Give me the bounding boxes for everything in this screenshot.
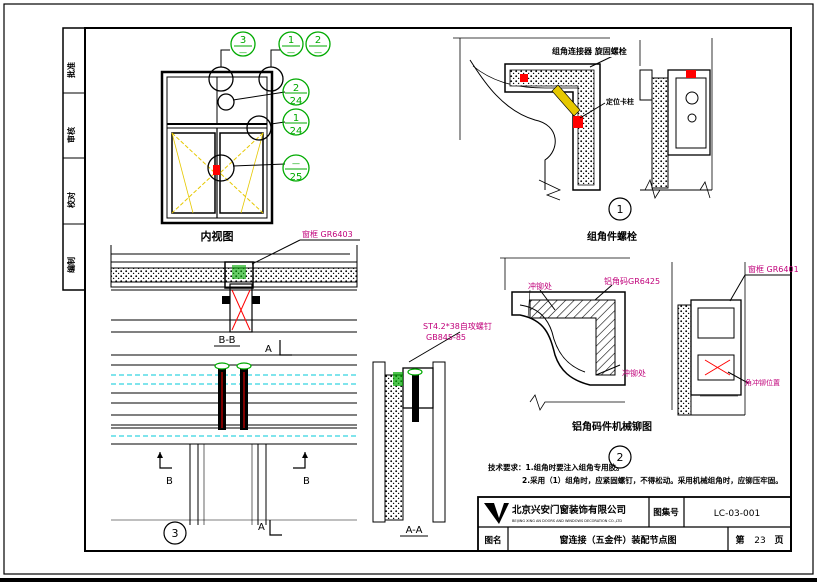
callout-1-24-top: 1 xyxy=(293,113,299,124)
callout-2-bottom: — xyxy=(314,48,322,57)
handle-marker xyxy=(213,165,220,175)
callout-3-top: 3 xyxy=(240,35,246,46)
approve-label: 批准 xyxy=(66,62,76,78)
note-line-2: 2.采用（1）组角时，应紧固螺钉，不得松动。采用机械组角时，应铆压牢固。 xyxy=(522,475,783,485)
callout-2-top: 2 xyxy=(315,35,321,46)
drawing-name-label: 图名 xyxy=(484,535,501,546)
callout-1: 1 — xyxy=(278,31,304,57)
detail-3-screw-section: B B A A 3 xyxy=(111,340,357,545)
callout-3: 3 — xyxy=(230,31,256,57)
draft-label: 编制 xyxy=(66,257,76,273)
callout-25-top: — xyxy=(292,159,300,168)
company-name: 北京兴安门窗装饰有限公司 xyxy=(512,504,626,516)
company-logo xyxy=(484,503,509,524)
detail-1-corner-bolt: 组角连接器 旋固螺栓 定位卡柱 1 组角件螺栓 xyxy=(453,37,713,243)
callout-25-bottom: 25 xyxy=(290,172,303,183)
callout-1-24-bottom: 24 xyxy=(290,126,303,137)
section-bb: 窗框 GR6403 B-B xyxy=(110,229,360,347)
review-label: 审核 xyxy=(66,127,76,143)
callout-2: 2 — xyxy=(305,31,331,57)
callout-3-bottom: — xyxy=(239,48,247,57)
callout-2-24-top: 2 xyxy=(293,83,299,94)
page-suffix: 页 xyxy=(774,535,783,546)
note-line-1: 技术要求：1.组角时要注入组角专用胶。 xyxy=(488,462,624,472)
detail-1-number: 1 xyxy=(617,203,624,216)
joint-label: 组角连接器 旋固螺栓 xyxy=(552,46,627,56)
pin-label: 定位卡柱 xyxy=(606,97,634,106)
drawing-name: 窗连接（五金件）装配节点图 xyxy=(559,534,676,546)
cut-a-top: A xyxy=(265,344,272,355)
aa-std-label: GB845-85 xyxy=(426,333,466,342)
detail-2-mechanical-rivet: 冲铆处 铝角码GR6425 冲铆处 窗框 GR6401 角冲铆位置 2 铝角码件… xyxy=(500,257,799,469)
frame-6401-label: 窗框 GR6401 xyxy=(748,264,799,274)
atlas-number: LC-03-001 xyxy=(714,509,760,519)
page-number: 23 xyxy=(754,536,765,546)
punch-bottom-label: 冲铆处 xyxy=(622,368,646,378)
atlas-label: 图集号 xyxy=(653,507,679,518)
approval-strip: 批准 审核 校对 编制 xyxy=(62,27,86,291)
callout-1-24: 1 24 xyxy=(282,108,310,137)
bb-frame-label: 窗框 GR6403 xyxy=(302,229,353,239)
aa-screw-label: ST4.2*38自攻螺钉 xyxy=(423,321,492,331)
cut-b-left: B xyxy=(166,476,173,487)
window-elevation: 内视图 xyxy=(160,49,286,243)
callout-25: — 25 xyxy=(282,154,310,183)
cut-b-right: B xyxy=(303,476,310,487)
callout-2-24-bottom: 24 xyxy=(290,96,303,107)
detail-1-caption: 组角件螺栓 xyxy=(587,230,637,243)
detail-2-caption: 铝角码件机械铆图 xyxy=(572,420,652,433)
callout-2-24: 2 24 xyxy=(282,78,310,107)
cut-a-bottom: A xyxy=(258,522,265,533)
page-prefix: 第 xyxy=(735,534,744,546)
view-title: 内视图 xyxy=(201,229,234,243)
aa-name: A-A xyxy=(406,525,423,536)
section-aa: ST4.2*38自攻螺钉 GB845-85 A-A xyxy=(372,321,492,537)
proofread-label: 校对 xyxy=(66,192,76,208)
company-name-en: BEIJING XING AN DOORS AND WINDOWS DECORA… xyxy=(512,519,622,523)
callout-1-top: 1 xyxy=(288,35,294,46)
bb-name: B-B xyxy=(219,335,236,346)
callout-1-bottom: — xyxy=(287,48,295,57)
outer-border xyxy=(3,3,814,575)
punch-top-label: 冲铆处 xyxy=(528,281,552,291)
title-block: 北京兴安门窗装饰有限公司 BEIJING XING AN DOORS AND W… xyxy=(477,496,792,552)
punch-position-label: 角冲铆位置 xyxy=(745,378,780,387)
technical-notes: 技术要求：1.组角时要注入组角专用胶。 2.采用（1）组角时，应紧固螺钉，不得松… xyxy=(488,462,783,485)
detail-3-number: 3 xyxy=(172,527,179,540)
detail-2-number: 2 xyxy=(617,451,624,464)
corner-code-label: 铝角码GR6425 xyxy=(604,276,660,286)
